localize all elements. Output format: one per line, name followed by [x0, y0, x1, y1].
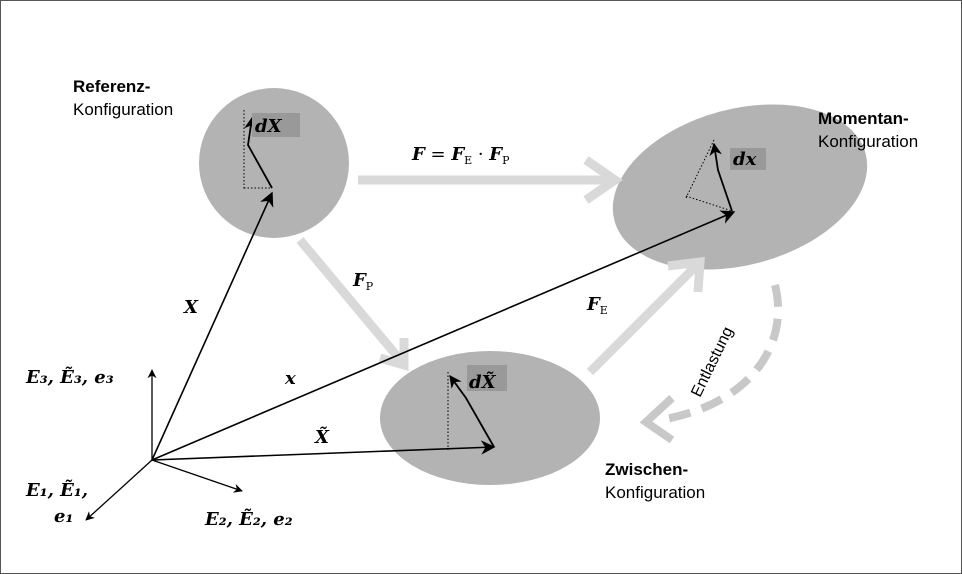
- map-arrow-FE: [586, 256, 705, 376]
- svg-text:F = FE · FP: F = FE · FP: [411, 144, 510, 167]
- label-F-equation: F = FE · FP: [411, 144, 510, 167]
- dX-label-bg: [252, 113, 300, 137]
- reference-config-title: Referenz-: [73, 77, 150, 96]
- dXtilde-label-bg: [467, 365, 507, 391]
- label-axis-2: E₂, Ẽ₂, e₂: [204, 507, 293, 530]
- intermediate-config-title: Zwischen-: [605, 460, 688, 479]
- dx-label-bg: [730, 148, 766, 170]
- label-x: x: [284, 368, 296, 389]
- label-dX: dX: [255, 116, 283, 137]
- reference-config-subtitle: Konfiguration: [73, 100, 173, 119]
- current-configuration-blob: [612, 104, 868, 270]
- unloading-dashed-arrow: [639, 284, 783, 444]
- label-FP: FP: [352, 270, 374, 293]
- line-element-dXtilde: [447, 372, 495, 450]
- vector-x: [151, 210, 736, 461]
- label-FE: FE: [586, 294, 608, 317]
- unloading-label: Entlastung: [688, 324, 736, 399]
- coordinate-axes: [85, 369, 243, 521]
- line-element-dX: [243, 110, 273, 190]
- vector-Xtilde: [151, 440, 496, 461]
- label-axis-3: E₃, Ẽ₃, e₃: [25, 365, 114, 388]
- line-element-dx: [685, 139, 733, 212]
- label-axis-1: E₁, Ẽ₁,: [25, 478, 88, 501]
- label-dx: dx: [733, 149, 757, 170]
- map-arrow-F: [358, 156, 623, 204]
- reference-configuration-blob: [199, 88, 349, 238]
- map-arrow-FP: [296, 237, 409, 371]
- label-dXtilde: dX̃: [469, 371, 497, 393]
- label-Xtilde: X̃: [314, 426, 330, 448]
- label-axis-1-cont: e₁: [54, 506, 73, 527]
- current-config-subtitle: Konfiguration: [818, 132, 918, 151]
- current-config-title: Momentan-: [818, 109, 909, 128]
- vector-X: [151, 191, 274, 461]
- intermediate-config-subtitle: Konfiguration: [605, 483, 705, 502]
- intermediate-configuration-blob: [380, 351, 600, 485]
- label-X: X: [183, 297, 199, 318]
